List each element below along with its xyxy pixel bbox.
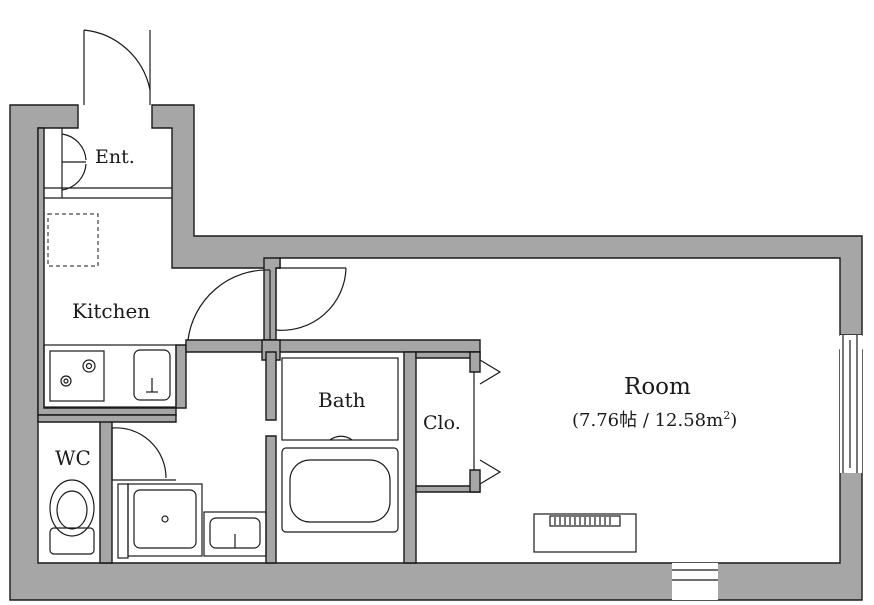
window-icon (672, 335, 858, 581)
room-area-sup: 2 (723, 409, 731, 422)
door-swing-icon (44, 29, 172, 199)
room-area-label: (7.76帖 / 12.58m2) (572, 406, 737, 432)
bath-door-area (281, 357, 399, 441)
kitchen-wall (37, 127, 187, 416)
room-area-suffix: ) (730, 410, 738, 431)
door-swing-icon (111, 427, 176, 481)
kitchen-bath-wall (185, 339, 481, 353)
washbasin-icon (203, 511, 267, 557)
kitchen-label: Kitchen (72, 299, 151, 323)
outer-wall (9, 104, 863, 601)
wash-wall (265, 435, 277, 564)
closet-right-stub (469, 351, 481, 373)
wc-top-wall (37, 414, 177, 423)
fridge-space (47, 213, 99, 267)
stove-burner-icon (49, 350, 105, 402)
door-swing-icon (187, 267, 347, 341)
wc-partition (99, 419, 113, 564)
outer-wall-upper (151, 104, 863, 336)
bathtub-icon (281, 447, 399, 533)
bath-drain (329, 435, 353, 441)
closet-label: Clo. (423, 412, 461, 434)
wc-label: WC (55, 446, 91, 470)
vanity-side (117, 483, 129, 559)
kitchen-counter (43, 344, 177, 408)
sink-icon (133, 349, 171, 401)
washer-pan-icon (127, 483, 203, 557)
closet-door-icon (473, 359, 502, 485)
room-label: Room (624, 374, 691, 400)
air-conditioner-icon (533, 513, 637, 553)
entrance-label: Ent. (95, 146, 135, 168)
room-area-prefix: (7.76帖 / 12.58m (572, 410, 724, 431)
bath-label: Bath (318, 388, 366, 412)
toilet-icon (49, 479, 95, 555)
bath-left-stub (265, 351, 277, 421)
closet-right-stub2 (469, 469, 481, 493)
bath-wall (403, 351, 417, 564)
